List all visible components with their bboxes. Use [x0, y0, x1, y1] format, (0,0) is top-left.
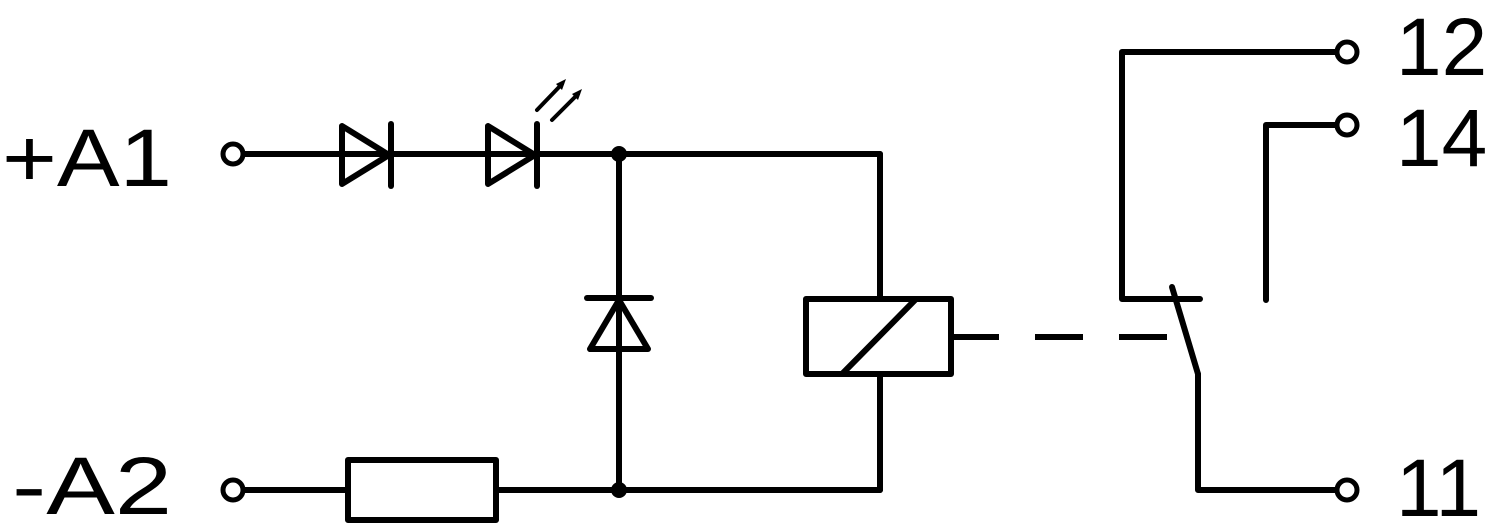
terminal-a2-label: -A2 — [12, 441, 172, 523]
contact-14-label: 14 — [1396, 93, 1487, 184]
freewheel-diode — [584, 295, 654, 352]
terminal-a2 — [220, 477, 246, 503]
terminal-11 — [1334, 477, 1360, 503]
resistor — [345, 457, 499, 523]
led — [485, 79, 582, 189]
changeover-contact — [1119, 49, 1343, 493]
contact-12-label: 12 — [1396, 2, 1487, 93]
terminal-a1 — [220, 141, 246, 167]
terminal-a1-label: +A1 — [2, 113, 172, 204]
contact-11-label: 11 — [1396, 443, 1481, 523]
series-diode — [339, 121, 394, 189]
relay-coil — [803, 296, 954, 377]
terminal-14 — [1334, 112, 1360, 138]
terminal-12 — [1334, 39, 1360, 65]
